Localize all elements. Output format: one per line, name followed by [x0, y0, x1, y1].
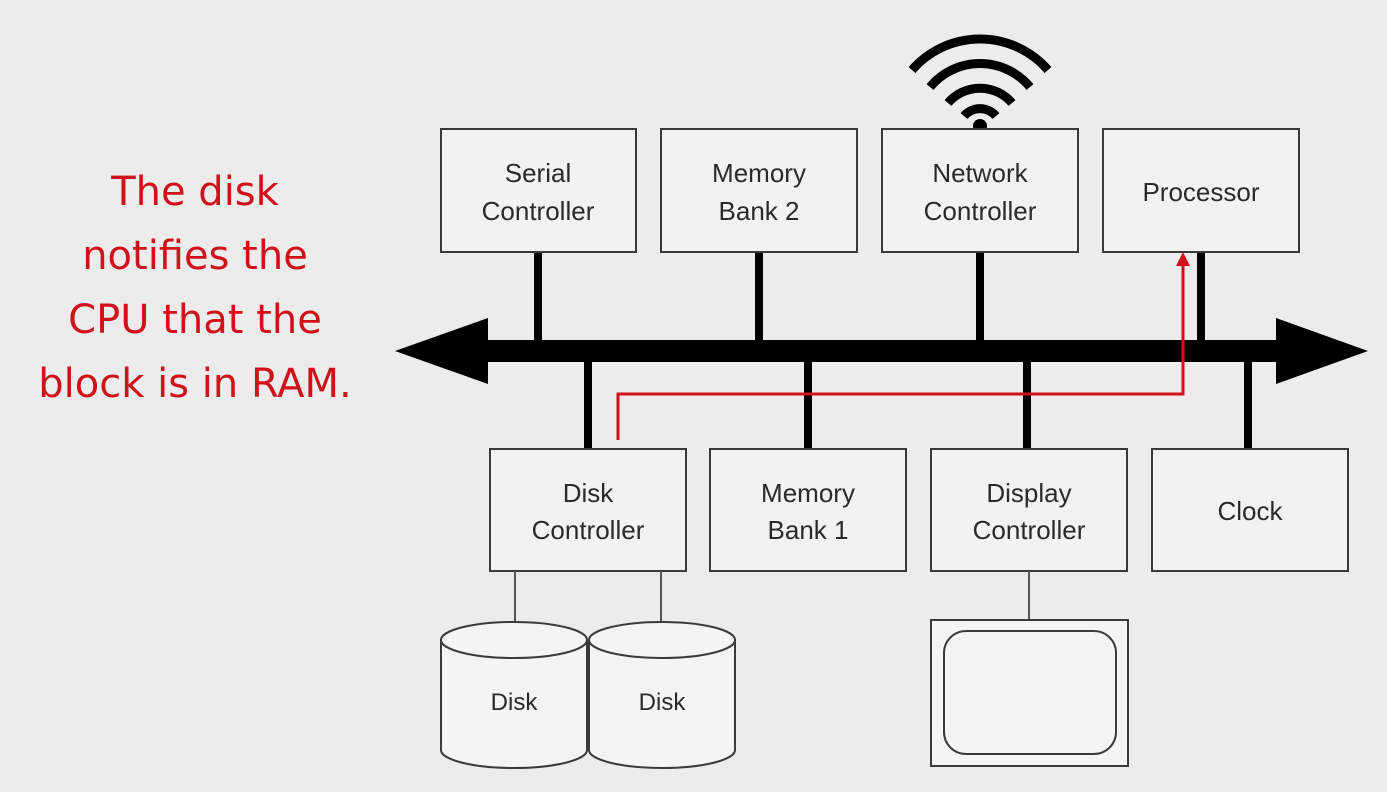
- clock-label: Clock: [1217, 496, 1283, 526]
- network-controller-box: Network Controller: [881, 128, 1079, 253]
- processor-label: Processor: [1142, 177, 1259, 207]
- disk-2: Disk: [588, 621, 736, 769]
- memory-bank-2-box: Memory Bank 2: [660, 128, 858, 253]
- disk-2-label: Disk: [639, 689, 687, 716]
- disk-1-label: Disk: [491, 689, 539, 716]
- interrupt-signal-path: [616, 252, 1190, 440]
- serial-controller-line-1: Serial: [505, 158, 571, 188]
- display-controller-line-1: Display: [986, 478, 1071, 508]
- memory-bank-2-line-2: Bank 2: [719, 196, 800, 226]
- serial-controller-line-2: Controller: [482, 196, 595, 226]
- bus-left-arrowhead: [395, 318, 488, 384]
- caption-line-2: notifies the: [82, 233, 308, 279]
- bus-right-arrowhead: [1276, 318, 1368, 384]
- display-controller-line-2: Controller: [973, 515, 1086, 545]
- disk-controller-line-2: Controller: [532, 515, 645, 545]
- clock-box: Clock: [1151, 448, 1349, 572]
- signal-arrowhead: [1176, 252, 1190, 266]
- disk-1: Disk: [440, 621, 588, 769]
- network-controller-line-1: Network: [932, 158, 1028, 188]
- memory-bank-1-line-1: Memory: [761, 478, 855, 508]
- caption-line-3: CPU that the: [68, 297, 322, 343]
- memory-bank-1-box: Memory Bank 1: [709, 448, 907, 572]
- network-controller-line-2: Controller: [924, 196, 1037, 226]
- top-connectors: [534, 252, 1205, 342]
- caption-line-1: The disk: [111, 169, 279, 215]
- wifi-icon: [908, 34, 1052, 133]
- system-bus: [395, 318, 1368, 384]
- disk-cables: [514, 571, 1030, 622]
- disk-controller-box: Disk Controller: [489, 448, 687, 572]
- monitor-icon: [930, 619, 1129, 767]
- caption-line-4: block is in RAM.: [38, 361, 352, 407]
- disk-controller-line-1: Disk: [563, 478, 615, 508]
- processor-box: Processor: [1102, 128, 1300, 253]
- caption: The disk notifies the CPU that the block…: [10, 160, 380, 416]
- display-controller-box: Display Controller: [930, 448, 1128, 572]
- serial-controller-box: Serial Controller: [440, 128, 637, 253]
- bottom-connectors: [584, 360, 1252, 449]
- memory-bank-1-line-2: Bank 1: [768, 515, 849, 545]
- memory-bank-2-line-1: Memory: [712, 158, 806, 188]
